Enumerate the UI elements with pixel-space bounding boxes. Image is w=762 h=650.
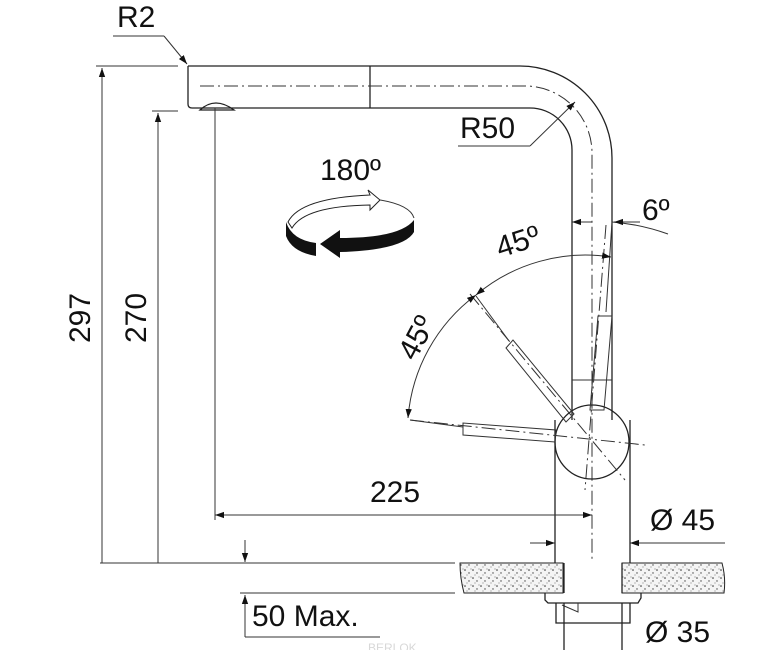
tilt-label: 6º — [642, 194, 670, 227]
counter-thickness-label: 50 Max. — [252, 600, 359, 633]
countertop-right — [621, 562, 726, 594]
height-outlet-label: 270 — [120, 293, 153, 343]
r2-label: R2 — [117, 1, 155, 34]
faucet-lever — [409, 221, 646, 563]
angle-upper-label: 45º — [492, 220, 544, 265]
reach-label: 225 — [370, 476, 420, 509]
height-total-label: 297 — [64, 293, 97, 343]
faucet-spout — [187, 65, 613, 560]
r50-label: R50 — [460, 112, 515, 145]
angle-lower-label: 45º — [392, 311, 442, 366]
angle-dimensions: 45º 45º 6º — [392, 194, 670, 419]
watermark: BERLOK — [368, 641, 417, 650]
hole-diameter-label: Ø 35 — [645, 616, 710, 649]
rotation-label: 180º — [320, 154, 381, 187]
countertop-left — [459, 562, 564, 594]
base-diameter-label: Ø 45 — [650, 504, 715, 537]
rotation-arrow-icon: 180º — [286, 154, 415, 258]
